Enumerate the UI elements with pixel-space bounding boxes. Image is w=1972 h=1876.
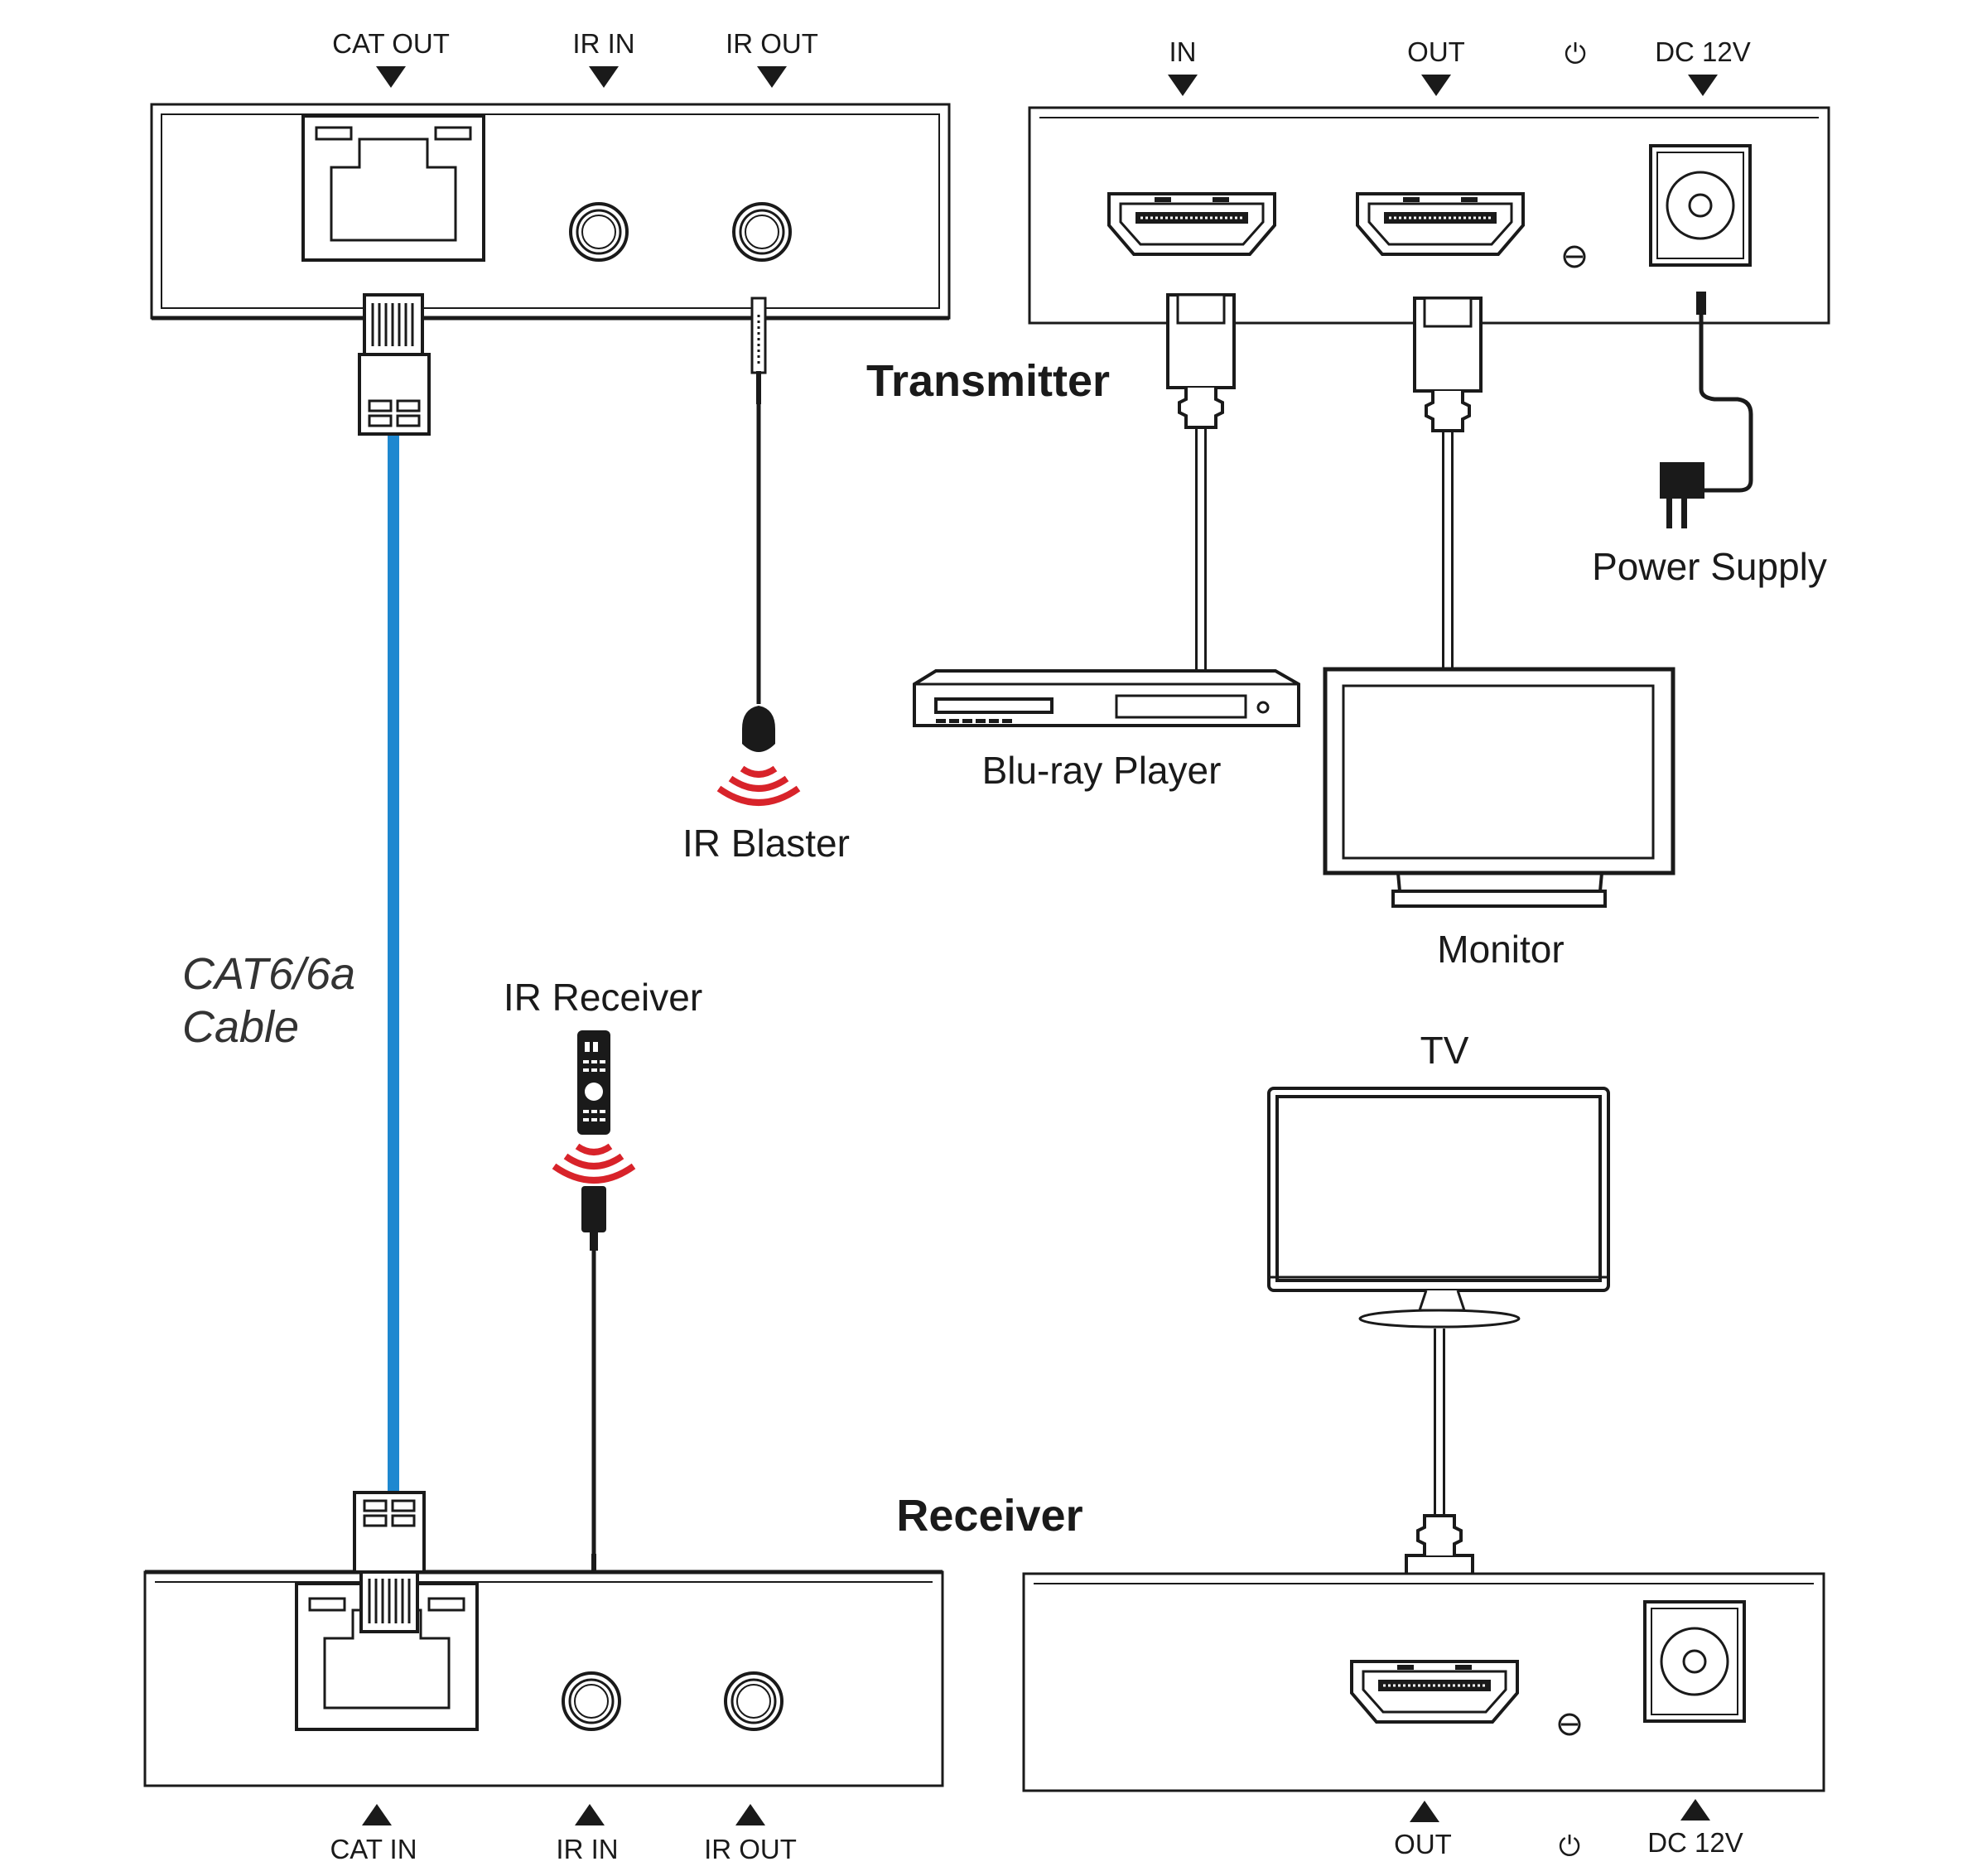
power-adapter-icon	[1660, 462, 1704, 499]
power-supply-label: Power Supply	[1592, 545, 1827, 588]
arrow-up-icon	[735, 1804, 765, 1825]
ir-out-jack	[732, 202, 792, 262]
ir-in-jack	[569, 202, 629, 262]
ir-waves-icon	[554, 1146, 634, 1180]
arrow-up-icon	[575, 1804, 605, 1825]
rj45-plug-bottom	[353, 1491, 426, 1633]
ir-blaster	[719, 297, 798, 803]
arrow-down-icon	[376, 66, 406, 88]
receiver-left-panel	[143, 1491, 944, 1787]
power-symbol-icon: ⏻	[1565, 38, 1586, 69]
monitor	[1323, 667, 1675, 908]
tv	[1267, 1087, 1610, 1329]
transmitter-right-port-labels: IN OUT ⏻ DC 12V	[1168, 36, 1751, 96]
tv-label: TV	[1420, 1029, 1469, 1072]
transmitter-left-panel	[150, 103, 951, 321]
dc-jack-icon	[1643, 1600, 1746, 1723]
transmitter-left-port-labels: CAT OUT IR IN IR OUT	[332, 28, 818, 88]
hdmi-cable-monitor	[1413, 297, 1483, 668]
hdmi-cable-bluray	[1166, 293, 1236, 671]
hdmi-in-port	[1107, 192, 1276, 256]
dc-12v-label: DC 12V	[1647, 1827, 1743, 1858]
hdmi-out-label: OUT	[1394, 1829, 1452, 1859]
ir-receiver-eye-icon	[581, 1186, 606, 1232]
hdmi-in-label: IN	[1169, 36, 1197, 67]
cat-cable	[358, 293, 431, 1491]
hdmi-plug-icon	[1166, 293, 1236, 429]
arrow-up-icon	[362, 1804, 392, 1825]
ir-in-label: IR IN	[556, 1834, 618, 1864]
ir-out-jack	[724, 1671, 783, 1731]
ir-out-label: IR OUT	[726, 28, 818, 59]
hdmi-out-port	[1356, 192, 1525, 256]
ir-blaster-eye-icon	[742, 706, 775, 752]
arrow-down-icon	[589, 66, 619, 88]
cat-in-port	[295, 1582, 479, 1731]
ir-waves-icon	[719, 769, 798, 803]
bluray-player	[913, 669, 1300, 727]
ir-out-label: IR OUT	[704, 1834, 797, 1864]
dc-jack-icon	[1649, 144, 1752, 267]
arrow-up-icon	[1680, 1799, 1710, 1821]
hdmi-plug-icon	[1413, 297, 1483, 432]
power-symbol-icon: ⏻	[1559, 1830, 1580, 1861]
ir-receiver-label: IR Receiver	[504, 976, 702, 1019]
arrow-down-icon	[1168, 75, 1198, 96]
bluray-player-label: Blu-ray Player	[982, 749, 1222, 792]
cable-label-line1: CAT6/6a	[182, 949, 355, 999]
power-led-icon	[1563, 245, 1586, 268]
hdmi-out-label: OUT	[1407, 36, 1465, 67]
receiver-right-panel	[1022, 1572, 1825, 1792]
hdmi-cable-tv	[1405, 1329, 1474, 1650]
receiver-left-port-labels: CAT IN IR IN IR OUT	[330, 1804, 797, 1864]
ir-in-label: IR IN	[572, 28, 634, 59]
rj45-plug-top	[358, 293, 431, 436]
receiver-right-port-labels: OUT ⏻ DC 12V	[1394, 1799, 1743, 1861]
cat-in-label: CAT IN	[330, 1834, 417, 1864]
transmitter-right-panel	[1028, 106, 1830, 325]
ir-in-jack	[562, 1671, 621, 1731]
transmitter-title: Transmitter	[866, 356, 1110, 406]
arrow-down-icon	[1421, 75, 1451, 96]
cat-out-port	[301, 114, 485, 262]
ir-blaster-label: IR Blaster	[682, 822, 850, 865]
power-supply	[1660, 292, 1753, 528]
ir-receiver	[554, 1030, 634, 1653]
monitor-label: Monitor	[1437, 928, 1564, 971]
hdmi-out-port	[1350, 1660, 1519, 1724]
arrow-down-icon	[757, 66, 787, 88]
cable-label-line2: Cable	[182, 1002, 299, 1052]
arrow-up-icon	[1410, 1801, 1439, 1822]
receiver-title: Receiver	[896, 1491, 1082, 1541]
arrow-down-icon	[1688, 75, 1718, 96]
cat-out-label: CAT OUT	[332, 28, 450, 59]
dc-12v-label: DC 12V	[1655, 36, 1751, 67]
power-led-icon	[1558, 1713, 1581, 1736]
